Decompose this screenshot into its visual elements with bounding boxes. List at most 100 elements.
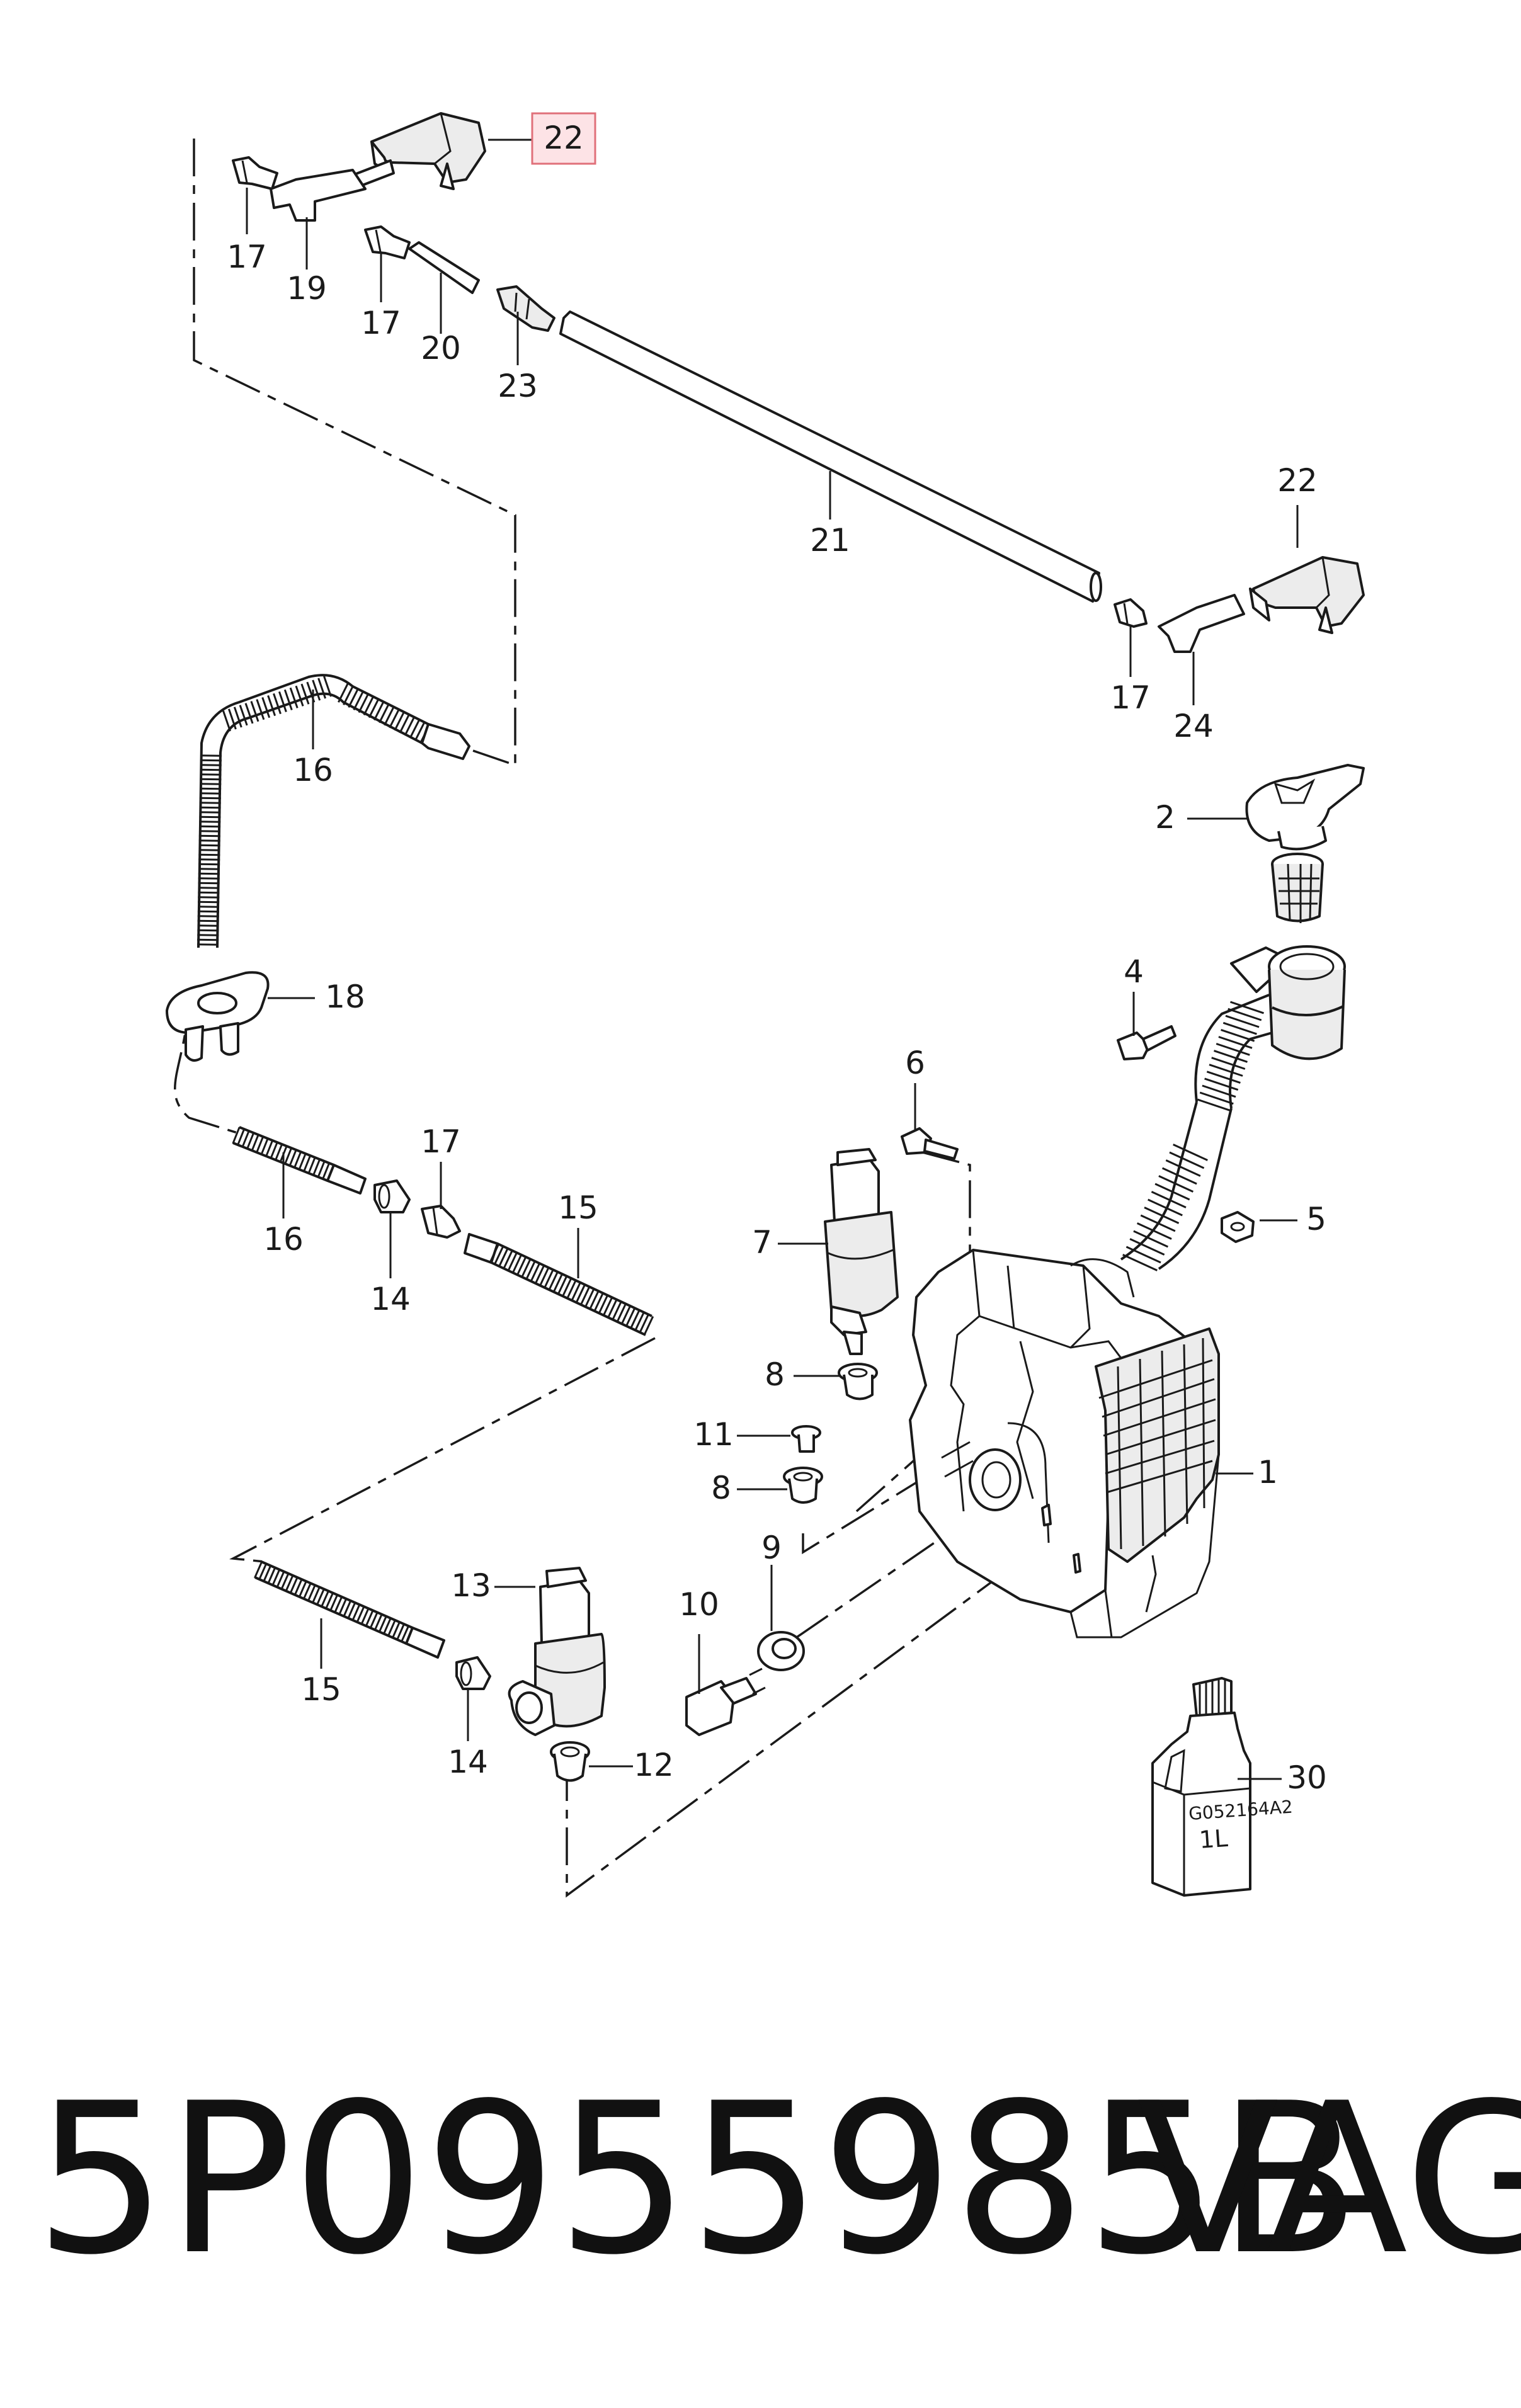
hose-rib	[566, 1280, 577, 1299]
hose-rib	[251, 1134, 259, 1152]
hose-rib	[1136, 1222, 1172, 1240]
hose-rib	[616, 1303, 627, 1322]
hose-15-bottom	[254, 1560, 445, 1659]
callout-24[interactable]: 24	[1173, 708, 1214, 744]
callout-9[interactable]: 9	[761, 1530, 782, 1566]
callout-4[interactable]: 4	[1124, 953, 1144, 990]
callout-8-a[interactable]: 8	[765, 1356, 785, 1393]
hose-rib	[197, 910, 219, 913]
hose-rib	[317, 678, 327, 699]
callout-14-bottom[interactable]: 14	[448, 1744, 488, 1780]
callout-10[interactable]: 10	[679, 1586, 719, 1623]
callout-6[interactable]: 6	[905, 1045, 925, 1081]
callout-12[interactable]: 12	[634, 1747, 674, 1783]
hose-rib	[197, 915, 219, 917]
hose-rib	[593, 1292, 604, 1312]
callout-17-b[interactable]: 17	[361, 305, 401, 341]
hose-rib	[285, 1575, 294, 1593]
hose-rib	[1169, 1151, 1205, 1169]
hose-rib	[391, 1621, 401, 1639]
callout-18[interactable]: 18	[325, 979, 365, 1015]
hose-rib	[323, 676, 332, 697]
hose-rib	[298, 1581, 307, 1598]
hose-rib	[1211, 1057, 1246, 1070]
hose-rib	[379, 703, 390, 724]
hose-rib	[302, 1155, 312, 1173]
callout-17-c[interactable]: 17	[1110, 679, 1151, 716]
callout-2[interactable]: 2	[1155, 799, 1175, 836]
highlight-box	[531, 112, 596, 165]
hose-rib	[363, 695, 375, 716]
hose-rib	[1218, 1036, 1253, 1049]
hose-rib	[373, 700, 385, 721]
callout-22-top[interactable]: 22	[544, 120, 584, 156]
hose-rib	[384, 705, 396, 726]
callout-19[interactable]: 19	[287, 270, 327, 307]
hose-21	[559, 310, 1102, 603]
hose-rib	[516, 1256, 527, 1276]
hose-rib	[494, 1246, 504, 1265]
hose-16-mid	[232, 1126, 367, 1195]
nozzle-22-right	[1249, 556, 1365, 634]
sensor-10	[685, 1667, 766, 1736]
hose-rib	[353, 690, 365, 711]
hose-rib	[399, 713, 411, 734]
hose-rib	[263, 1565, 272, 1582]
hose-rib	[258, 1563, 268, 1581]
plug-11	[791, 1425, 821, 1453]
callout-21[interactable]: 21	[810, 522, 850, 559]
hose-rib	[288, 1149, 297, 1167]
hose-rib	[200, 787, 222, 790]
callout-13[interactable]: 13	[451, 1567, 491, 1604]
hose-rib	[198, 887, 220, 889]
check-valve-17-c	[1114, 598, 1148, 628]
callout-30[interactable]: 30	[1287, 1759, 1327, 1796]
hose-rib	[256, 699, 265, 720]
check-valve-17-a	[232, 156, 278, 190]
callout-20[interactable]: 20	[421, 330, 461, 366]
grommet-8-a	[838, 1363, 878, 1400]
hose-rib	[300, 683, 310, 705]
hose-rib	[378, 1615, 387, 1633]
hose-rib	[307, 1584, 316, 1602]
callout-1[interactable]: 1	[1258, 1454, 1278, 1491]
callout-11[interactable]: 11	[693, 1416, 734, 1453]
grommet-8-b	[783, 1467, 823, 1504]
callout-23[interactable]: 23	[498, 368, 538, 404]
callout-14-top[interactable]: 14	[370, 1281, 411, 1317]
callout-8-b[interactable]: 8	[711, 1470, 731, 1506]
hose-rib	[278, 691, 287, 712]
hose-rib	[368, 698, 380, 718]
hose-rib	[498, 1247, 509, 1267]
connector-14-bottom	[455, 1656, 491, 1690]
callout-5[interactable]: 5	[1306, 1201, 1326, 1237]
hose-rib	[404, 715, 416, 736]
t-piece-19	[270, 169, 367, 222]
callout-16-top[interactable]: 16	[293, 752, 333, 788]
callout-15-top[interactable]: 15	[558, 1190, 598, 1226]
hose-rib	[489, 1243, 500, 1263]
hose-rib	[612, 1301, 622, 1320]
hose-rib	[1161, 1167, 1197, 1185]
grommet-18	[166, 971, 270, 1062]
hose-rib	[267, 695, 276, 717]
hose-rib	[1122, 1254, 1158, 1271]
callout-15-bottom[interactable]: 15	[301, 1671, 341, 1708]
callout-17-a[interactable]: 17	[227, 239, 267, 275]
hose-rib	[289, 687, 299, 708]
hose-rib	[521, 1258, 532, 1278]
callout-7[interactable]: 7	[752, 1224, 772, 1261]
callout-16-mid[interactable]: 16	[263, 1221, 304, 1258]
hose-rib	[530, 1263, 541, 1282]
hose-rib	[539, 1267, 550, 1286]
nozzle-22-top	[348, 112, 486, 190]
callout-17-d[interactable]: 17	[421, 1123, 461, 1160]
leader-lines	[246, 139, 1299, 1780]
pump-13	[508, 1567, 606, 1736]
hose-rib	[1228, 1008, 1262, 1021]
hose-rib	[199, 825, 221, 828]
hose-rib	[557, 1275, 568, 1295]
callout-22-right[interactable]: 22	[1277, 462, 1318, 499]
hose-rib	[356, 1606, 365, 1623]
cap-2	[1245, 764, 1365, 851]
